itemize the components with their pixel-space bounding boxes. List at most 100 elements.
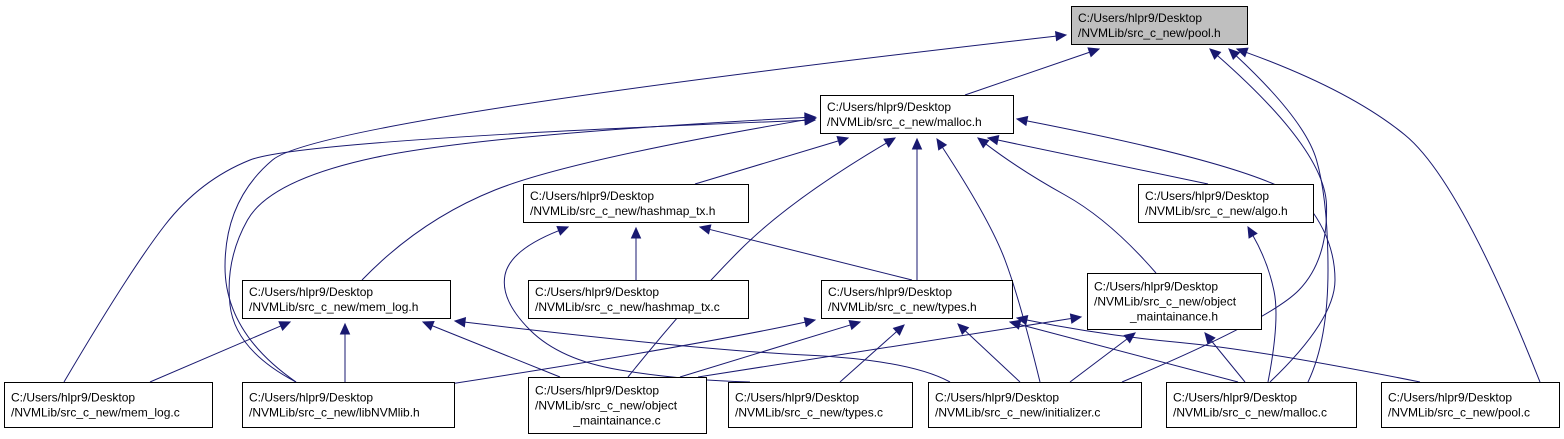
arrowhead-icon bbox=[630, 226, 642, 239]
edge-initializer-c-to-object-maintainance-h bbox=[1069, 332, 1136, 383]
node-initializer-c[interactable]: C:/Users/hlpr9/Desktop/NVMLib/src_c_new/… bbox=[928, 382, 1142, 428]
edge-line bbox=[1026, 120, 1336, 383]
edge-malloc-c-to-algo-h bbox=[1247, 225, 1277, 383]
arrowhead-icon bbox=[453, 316, 467, 328]
edge-line bbox=[1246, 51, 1541, 383]
edge-object-maintainance-c-to-mem-log-h bbox=[421, 321, 561, 378]
edge-object-maintainance-c-to-object-maintainance-h bbox=[697, 313, 1083, 378]
node-label-line: /NVMLib/src_c_new/algo.h bbox=[1145, 204, 1288, 218]
node-label-line: C:/Users/hlpr9/Desktop bbox=[735, 391, 859, 405]
node-box bbox=[528, 377, 707, 434]
edge-line bbox=[1121, 55, 1328, 383]
edge-line bbox=[1252, 235, 1277, 383]
arrowhead-icon bbox=[556, 225, 570, 236]
node-label-line: C:/Users/hlpr9/Desktop bbox=[11, 391, 135, 405]
node-algo-h[interactable]: C:/Users/hlpr9/Desktop/NVMLib/src_c_new/… bbox=[1138, 184, 1314, 223]
edge-initializer-c-to-mem-log-h bbox=[453, 316, 951, 383]
arrowhead-icon bbox=[803, 317, 817, 328]
node-types-h[interactable]: C:/Users/hlpr9/Desktop/NVMLib/src_c_new/… bbox=[821, 280, 1013, 319]
edge-line bbox=[942, 147, 1041, 383]
arrowhead-icon bbox=[1209, 48, 1222, 60]
node-label-line: /NVMLib/src_c_new/malloc.c bbox=[1173, 406, 1327, 420]
edge-line bbox=[964, 330, 1021, 383]
node-libNVMlib-h[interactable]: C:/Users/hlpr9/Desktop/NVMLib/src_c_new/… bbox=[242, 382, 455, 428]
node-label-line: C:/Users/hlpr9/Desktop bbox=[530, 189, 654, 203]
node-label-line: /NVMLib/src_c_new/hashmap_tx.c bbox=[535, 300, 720, 314]
arrowhead-icon bbox=[1228, 48, 1241, 61]
node-box bbox=[242, 280, 451, 319]
node-label-line: C:/Users/hlpr9/Desktop bbox=[827, 100, 951, 114]
edge-line bbox=[627, 142, 887, 378]
node-label-line: C:/Users/hlpr9/Desktop bbox=[1145, 189, 1269, 203]
node-mem-log-h[interactable]: C:/Users/hlpr9/Desktop/NVMLib/src_c_new/… bbox=[242, 280, 451, 319]
edge-object-maintainance-c-to-malloc-h bbox=[627, 137, 897, 378]
edge-line bbox=[709, 228, 913, 281]
node-label-line: /NVMLib/src_c_new/malloc.h bbox=[827, 115, 982, 129]
node-mem-log-c[interactable]: C:/Users/hlpr9/Desktop/NVMLib/src_c_new/… bbox=[4, 382, 213, 428]
node-malloc-c[interactable]: C:/Users/hlpr9/Desktop/NVMLib/src_c_new/… bbox=[1166, 382, 1357, 428]
node-label-line: /NVMLib/src_c_new/mem_log.c bbox=[11, 406, 180, 420]
edge-initializer-c-to-pool-h bbox=[1121, 48, 1328, 383]
file-nodes: C:/Users/hlpr9/Desktop/NVMLib/src_c_new/… bbox=[4, 6, 1560, 434]
edge-malloc-h-to-pool-h bbox=[964, 47, 1101, 96]
node-box bbox=[242, 382, 455, 428]
node-pool-c[interactable]: C:/Users/hlpr9/Desktop/NVMLib/src_c_new/… bbox=[1381, 382, 1560, 428]
node-types-c[interactable]: C:/Users/hlpr9/Desktop/NVMLib/src_c_new/… bbox=[728, 382, 913, 428]
arrowhead-icon bbox=[911, 137, 923, 150]
arrowhead-icon bbox=[1247, 225, 1258, 239]
edge-hashmap-tx-c-to-hashmap-tx-h bbox=[630, 226, 642, 280]
edge-mem-log-c-to-mem-log-h bbox=[149, 321, 292, 383]
node-label-line: C:/Users/hlpr9/Desktop bbox=[1388, 391, 1512, 405]
edge-line bbox=[1210, 340, 1246, 383]
node-label-line: C:/Users/hlpr9/Desktop bbox=[1078, 11, 1202, 25]
node-hashmap-tx-h[interactable]: C:/Users/hlpr9/Desktop/NVMLib/src_c_new/… bbox=[523, 184, 749, 223]
node-box bbox=[821, 280, 1013, 319]
arrowhead-icon bbox=[1204, 332, 1216, 345]
node-label-line: /NVMLib/src_c_new/hashmap_tx.h bbox=[530, 204, 715, 218]
node-object-maintainance-c[interactable]: C:/Users/hlpr9/Desktop/NVMLib/src_c_new/… bbox=[528, 377, 707, 434]
edge-types-h-to-malloc-h bbox=[911, 137, 923, 280]
edge-pool-c-to-pool-h bbox=[1235, 47, 1541, 383]
edge-line bbox=[361, 119, 807, 281]
node-label-line: /NVMLib/src_c_new/types.c bbox=[735, 406, 883, 420]
arrowhead-icon bbox=[977, 137, 990, 149]
node-pool-h[interactable]: C:/Users/hlpr9/Desktop/NVMLib/src_c_new/… bbox=[1071, 6, 1248, 45]
edge-line bbox=[228, 117, 806, 383]
arrowhead-icon bbox=[1054, 30, 1068, 42]
edge-line bbox=[1019, 324, 1239, 383]
node-box bbox=[1087, 273, 1262, 330]
node-object-maintainance-h[interactable]: C:/Users/hlpr9/Desktop/NVMLib/src_c_new/… bbox=[1087, 273, 1262, 330]
arrowhead-icon bbox=[936, 137, 948, 151]
arrowhead-icon bbox=[1015, 115, 1029, 127]
edge-line bbox=[63, 119, 806, 383]
node-label-line: /NVMLib/src_c_new/object bbox=[1094, 295, 1237, 309]
node-label-line: /NVMLib/src_c_new/types.h bbox=[828, 300, 977, 314]
arrowhead-icon bbox=[804, 112, 817, 123]
arrowhead-icon bbox=[1087, 47, 1101, 58]
node-box bbox=[928, 382, 1142, 428]
edge-line bbox=[1069, 338, 1128, 383]
node-label-line: /NVMLib/src_c_new/mem_log.h bbox=[249, 300, 418, 314]
edge-line bbox=[1235, 55, 1329, 383]
edge-line bbox=[679, 324, 851, 378]
edge-line bbox=[985, 143, 1157, 274]
node-box bbox=[4, 382, 213, 428]
edge-line bbox=[964, 51, 1090, 96]
edge-line bbox=[997, 139, 1209, 185]
node-label-line: /NVMLib/src_c_new/object bbox=[535, 399, 678, 413]
node-box bbox=[728, 382, 913, 428]
arrowhead-icon bbox=[836, 135, 850, 147]
node-malloc-h[interactable]: C:/Users/hlpr9/Desktop/NVMLib/src_c_new/… bbox=[820, 95, 1014, 134]
arrowhead-icon bbox=[883, 137, 897, 148]
edge-types-h-to-hashmap-tx-h bbox=[698, 224, 913, 281]
edge-line bbox=[1026, 319, 1421, 383]
edge-libNVMlib-h-to-mem-log-h bbox=[339, 322, 351, 382]
node-label-line: C:/Users/hlpr9/Desktop bbox=[828, 285, 952, 299]
edge-line bbox=[224, 35, 1057, 383]
edge-object-maintainance-c-to-types-h bbox=[679, 320, 862, 378]
node-label-line: C:/Users/hlpr9/Desktop bbox=[535, 384, 659, 398]
node-hashmap-tx-c[interactable]: C:/Users/hlpr9/Desktop/NVMLib/src_c_new/… bbox=[528, 280, 749, 319]
dependency-edges bbox=[63, 30, 1541, 385]
arrowhead-icon bbox=[698, 224, 712, 235]
